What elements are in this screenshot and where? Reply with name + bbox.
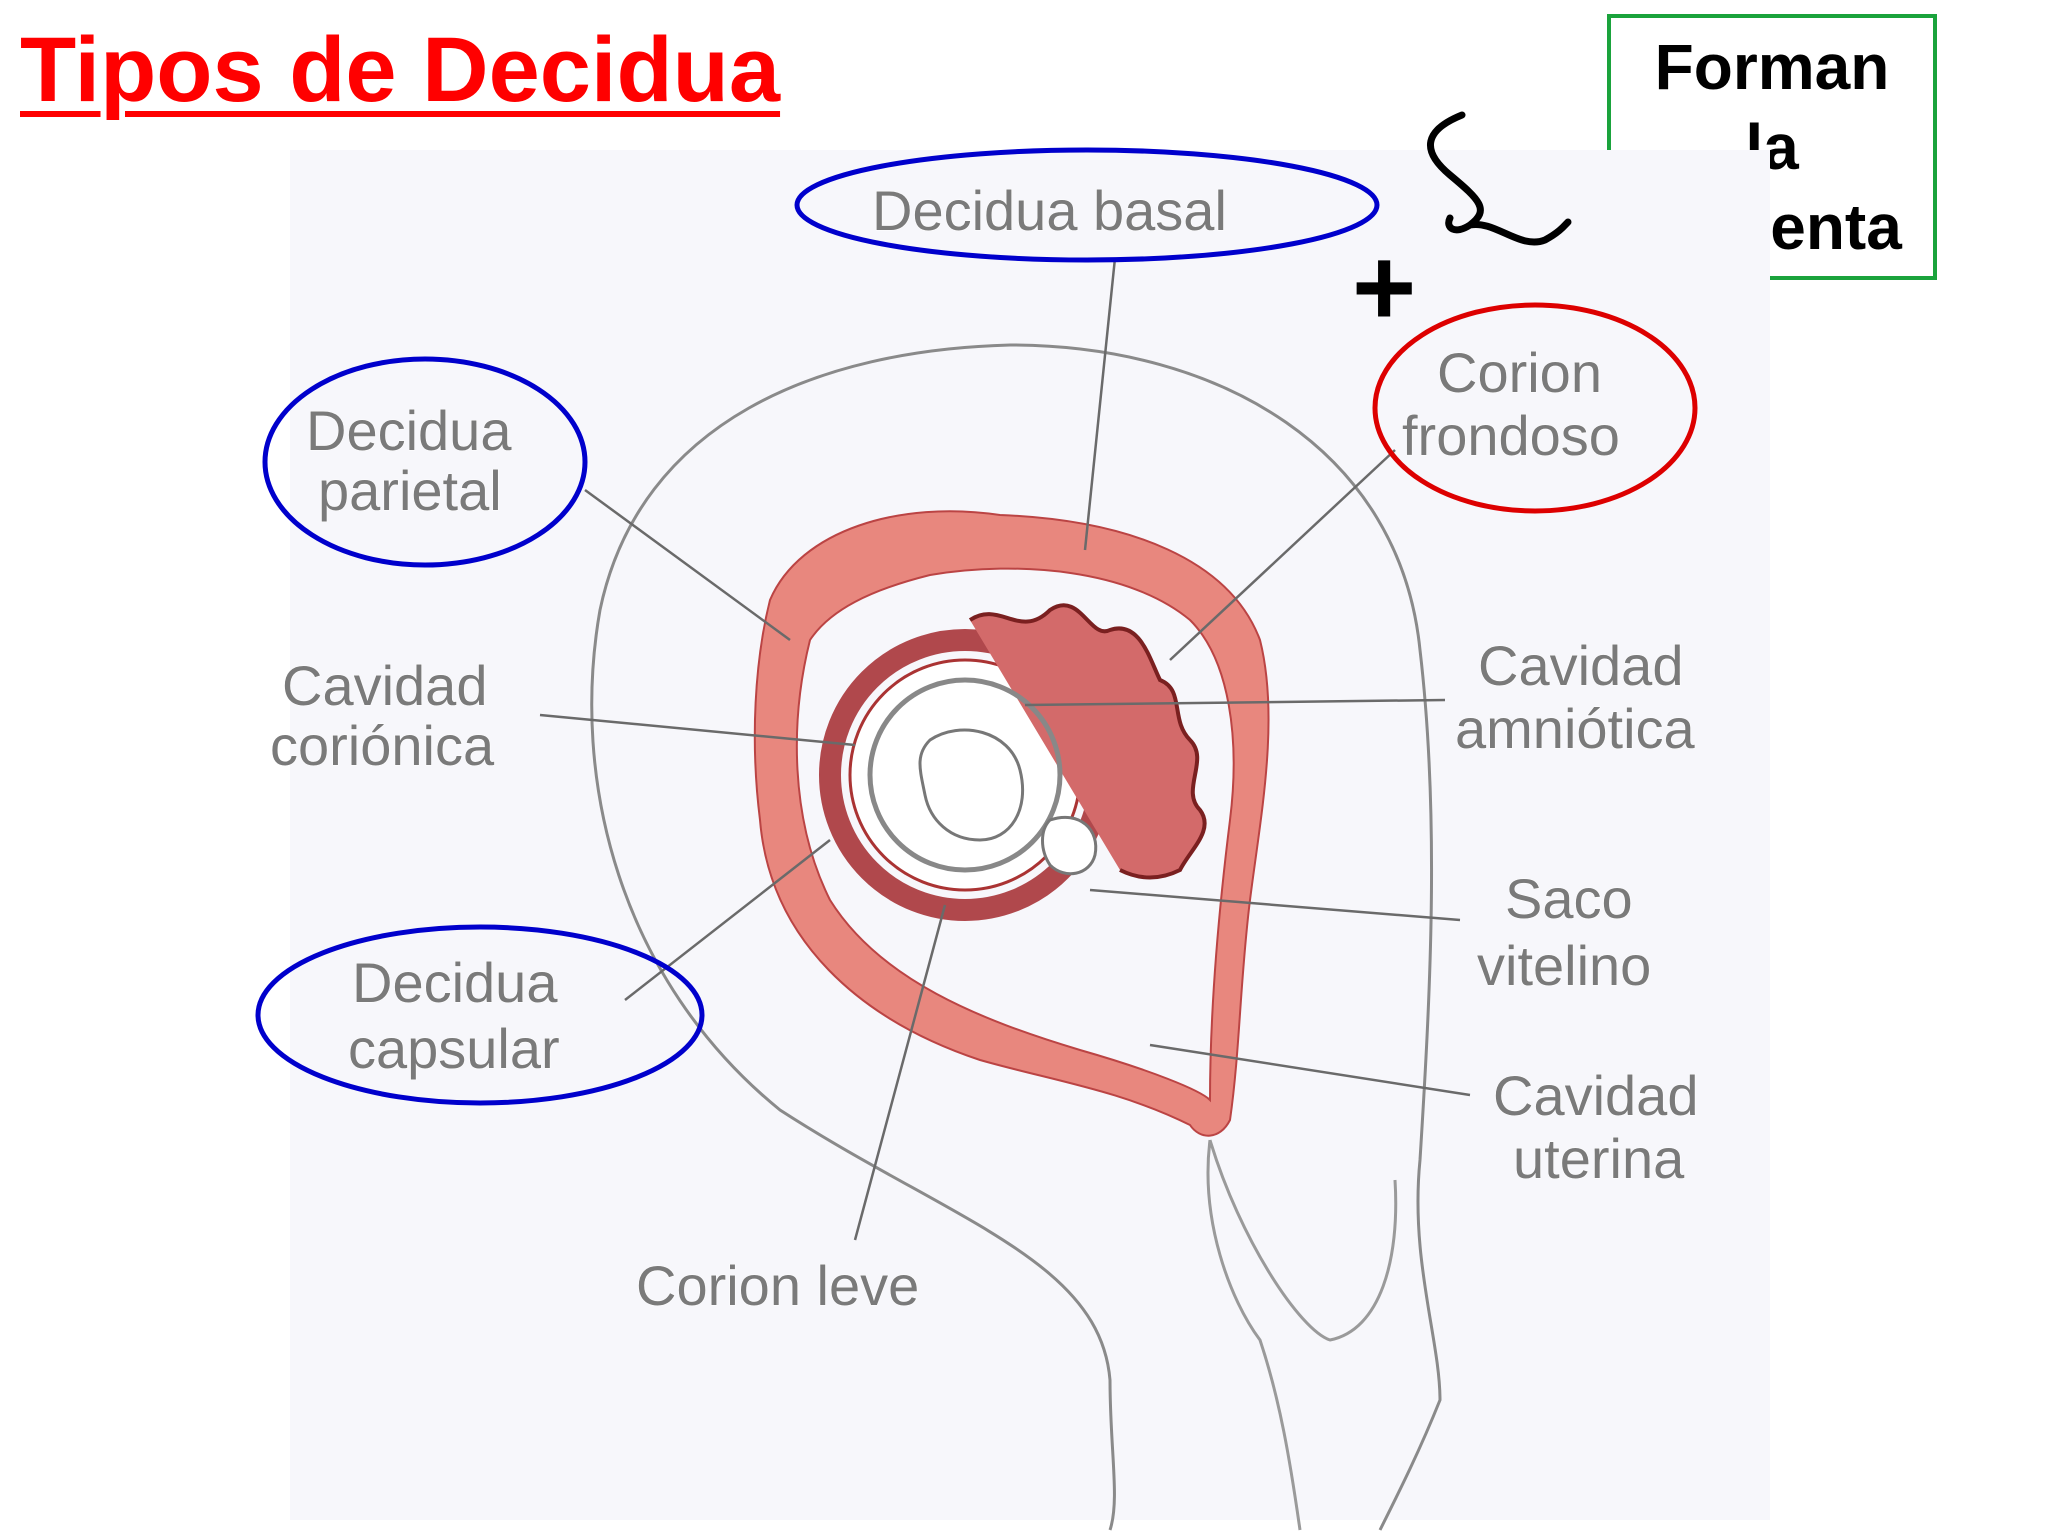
label-corion-leve: Corion leve: [636, 1254, 919, 1317]
label-corion-frondoso-2: frondoso: [1402, 404, 1620, 467]
highlight-decidua-capsular: [255, 924, 705, 1106]
curly-brace: [1427, 111, 1572, 246]
leader-lines: [539, 257, 1471, 1241]
highlight-decidua-parietal: [262, 356, 588, 568]
label-decidua-basal: Decidua basal: [872, 179, 1227, 242]
label-saco-vitelino-1: Saco: [1505, 867, 1633, 930]
page-title: Tipos de Decidua: [20, 19, 781, 121]
label-saco-vitelino-2: vitelino: [1477, 934, 1651, 997]
label-corion-frondoso-1: Corion: [1437, 341, 1602, 404]
leader-decidua-basal: [1083, 257, 1117, 551]
amniotic-cavity: [867, 677, 1063, 873]
embryo: [918, 728, 1025, 842]
uterine-wall-outer: [590, 343, 1442, 1531]
plus-sign: +: [1352, 226, 1416, 349]
label-decidua-parietal-2: parietal: [318, 459, 502, 522]
yolk-sac: [1041, 815, 1098, 876]
highlight-decidua-basal: [794, 147, 1380, 263]
highlight-corion-frondoso: [1372, 302, 1698, 514]
leader-decidua-capsular: [624, 839, 831, 1001]
label-cavidad-uterina-2: uterina: [1513, 1127, 1685, 1190]
label-decidua-capsular-2: capsular: [348, 1017, 560, 1080]
forman-line-1: Forman: [1654, 31, 1890, 103]
label-cavidad-amniotica-2: amniótica: [1455, 697, 1696, 760]
leader-cavidad-corionica: [539, 713, 856, 747]
uterine-wall-inner: [1206, 1139, 1398, 1531]
label-decidua-capsular-1: Decidua: [352, 951, 558, 1014]
label-cavidad-corionica-2: coriónica: [270, 714, 495, 777]
decidua-tissue: [753, 510, 1270, 1137]
label-cavidad-amniotica-1: Cavidad: [1478, 634, 1683, 697]
label-cavidad-uterina-1: Cavidad: [1493, 1064, 1698, 1127]
label-decidua-parietal-1: Decidua: [306, 399, 512, 462]
leader-cavidad-amniotica: [1024, 698, 1446, 707]
leader-corion-frondoso: [1169, 449, 1396, 661]
leader-corion-leve: [853, 904, 947, 1241]
leader-decidua-parietal: [584, 488, 791, 642]
leader-cavidad-uterina: [1149, 1043, 1471, 1097]
leader-saco-vitelino: [1089, 888, 1461, 922]
chorionic-villi: [968, 603, 1207, 880]
label-cavidad-corionica-1: Cavidad: [282, 654, 487, 717]
